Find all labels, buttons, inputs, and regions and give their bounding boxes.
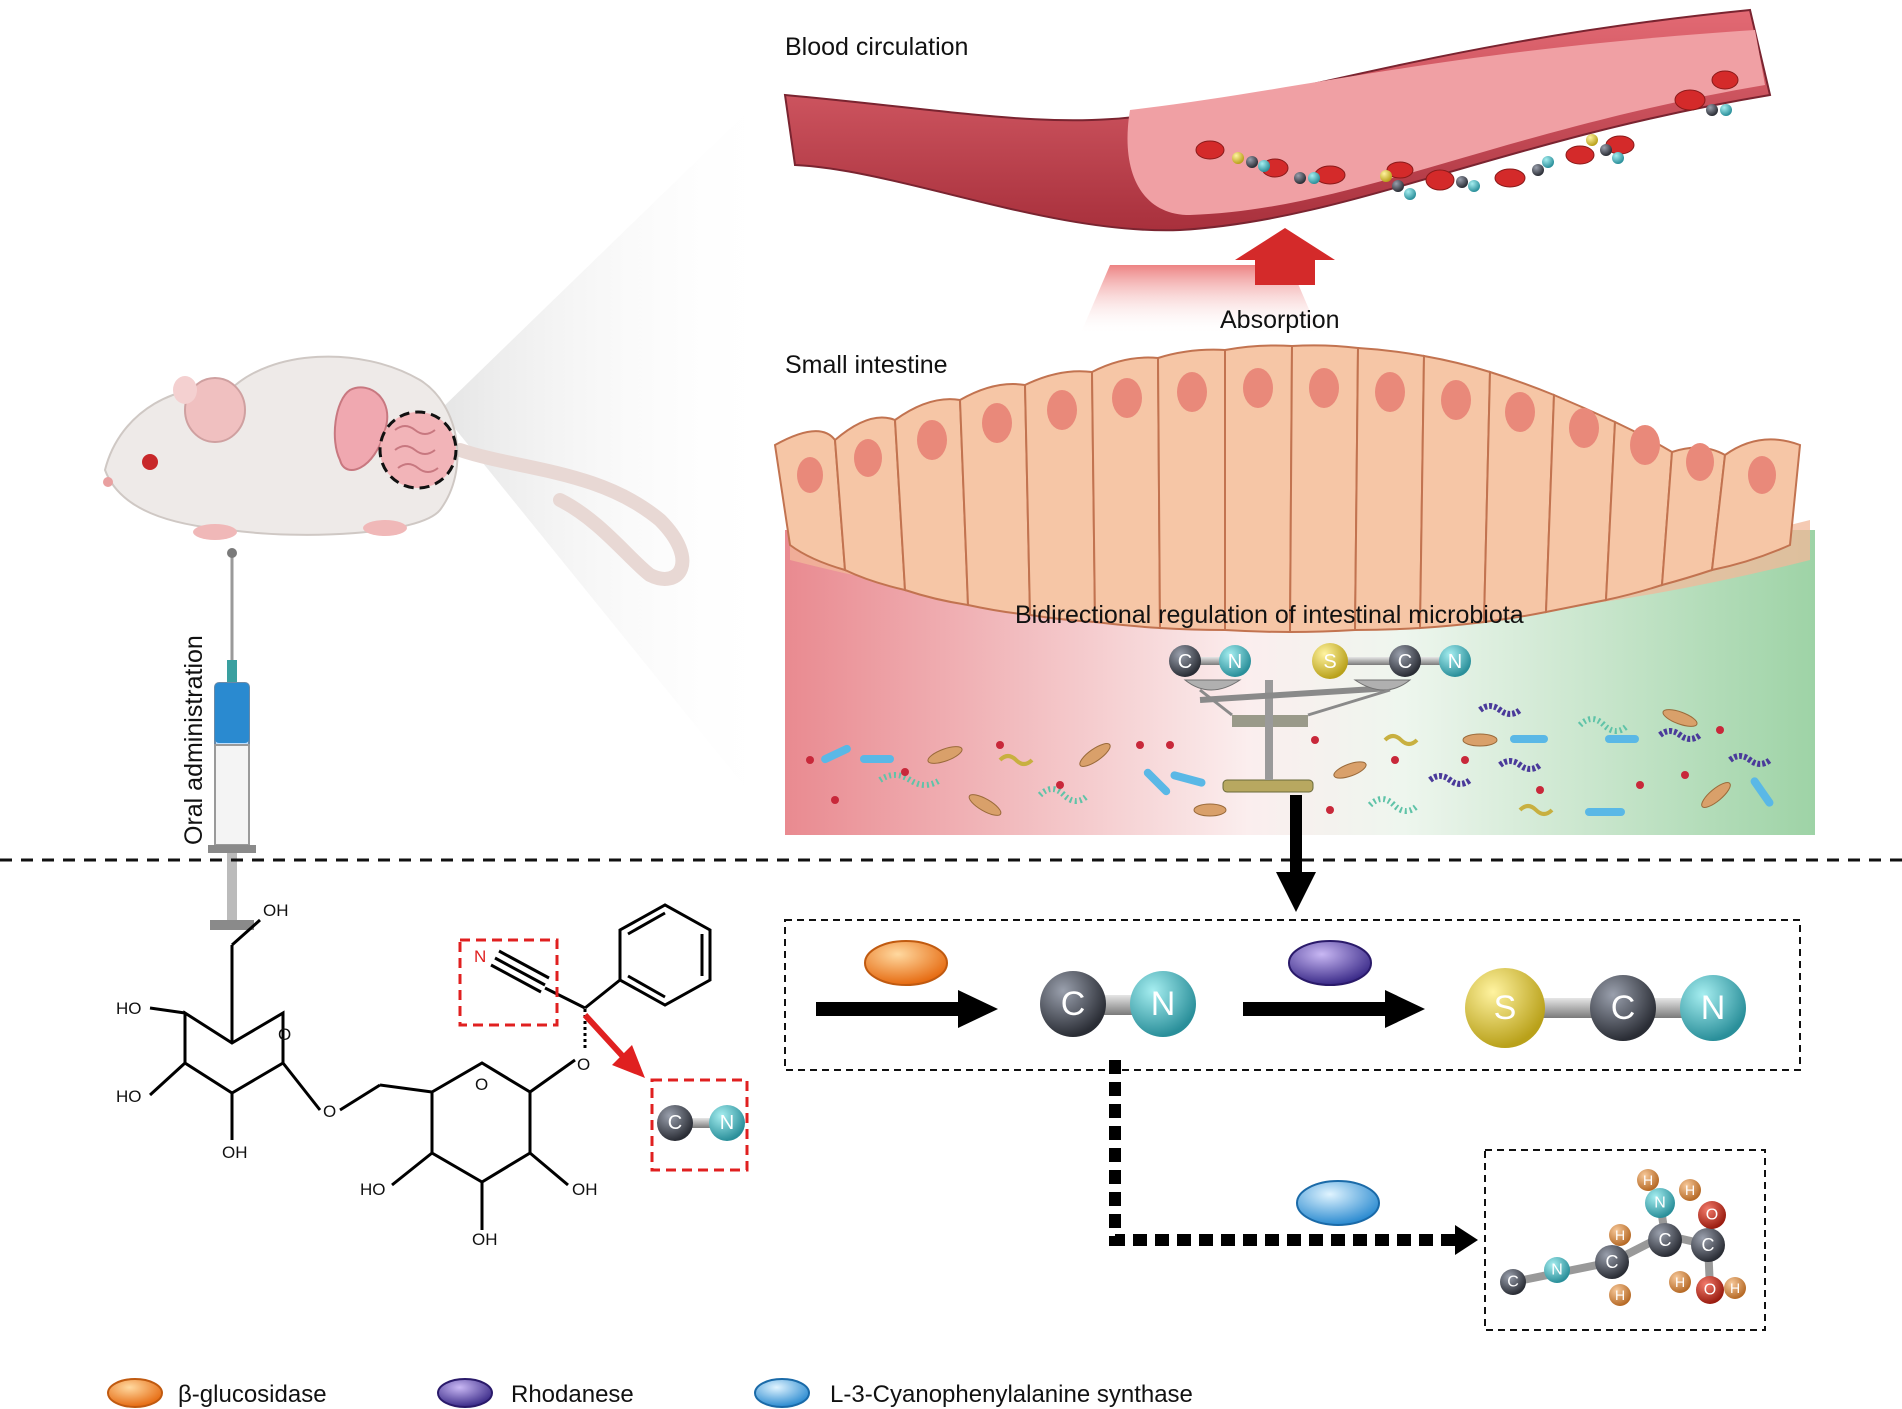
svg-text:O: O: [475, 1075, 488, 1094]
red-blood-cells: [1195, 70, 1739, 191]
svg-text:N: N: [720, 1112, 734, 1134]
svg-text:H: H: [1675, 1274, 1685, 1290]
reaction-box: [784, 919, 1801, 1071]
cyanide-molecule: C N: [1040, 971, 1196, 1037]
svg-text:HO: HO: [116, 999, 142, 1018]
legend: β-glucosidase Rhodanese L-3-Cyanophenyla…: [107, 1378, 1193, 1408]
mouse-illustration: [103, 355, 690, 586]
svg-text:N: N: [1151, 985, 1176, 1023]
l-3-cyanophenylalanine-synthase-enzyme: [1296, 1180, 1380, 1226]
svg-text:O: O: [278, 1025, 291, 1044]
svg-text:O: O: [577, 1055, 590, 1074]
svg-text:C: C: [1507, 1274, 1519, 1291]
amygdalin-structure: [148, 903, 712, 1230]
svg-text:OH: OH: [263, 901, 289, 920]
svg-text:N: N: [1228, 651, 1242, 673]
svg-text:N: N: [1551, 1262, 1563, 1279]
cell-nuclei: [797, 368, 1776, 494]
nitrile-highlight-box: [458, 938, 559, 1027]
svg-text:N: N: [1448, 651, 1462, 673]
epithelial-cells: [773, 344, 1802, 634]
svg-text:C: C: [1061, 985, 1086, 1023]
svg-text:β-glucosidase: β-glucosidase: [178, 1381, 327, 1408]
blood-vessel: [783, 8, 1772, 232]
intestine-focus-circle: [378, 410, 458, 490]
svg-text:OH: OH: [222, 1143, 248, 1162]
svg-text:S: S: [1494, 989, 1517, 1027]
microbiota-regulation-label: Bidirectional regulation of intestinal m…: [1015, 601, 1524, 629]
svg-text:S: S: [1323, 651, 1336, 673]
svg-text:N: N: [474, 947, 486, 966]
blood-circulation-label: Blood circulation: [785, 33, 968, 61]
intestine-panel: C N S C N: [773, 344, 1815, 835]
svg-text:O: O: [1706, 1207, 1718, 1224]
svg-text:O: O: [1704, 1282, 1716, 1299]
product-box: [1484, 1149, 1766, 1331]
svg-text:C: C: [668, 1112, 682, 1134]
legend-item-cyanophenylalanine-synthase: L-3-Cyanophenylalanine synthase: [754, 1378, 1193, 1408]
red-release-arrow: [582, 1012, 645, 1078]
small-intestine-label: Small intestine: [785, 351, 948, 379]
svg-text:O: O: [323, 1102, 336, 1121]
rhodanese-enzyme: [1288, 940, 1372, 986]
dotted-pathway-arrow: [1109, 1060, 1478, 1255]
released-cn-molecule: C N: [657, 1105, 745, 1141]
svg-text:OH: OH: [572, 1180, 598, 1199]
balance-scale: [1183, 679, 1412, 793]
cyanoalanine-molecule: C N C H H N H H C H C O O H: [1500, 1169, 1746, 1306]
reaction-arrow-2: [1243, 990, 1425, 1028]
svg-text:C: C: [1659, 1230, 1672, 1250]
svg-text:H: H: [1685, 1182, 1695, 1198]
zoom-cone: [440, 80, 780, 830]
gut-bacteria: [806, 703, 1774, 817]
svg-text:H: H: [1643, 1172, 1653, 1188]
svg-text:L-3-Cyanophenylalanine synthas: L-3-Cyanophenylalanine synthase: [830, 1381, 1193, 1408]
down-arrow: [1276, 795, 1316, 912]
svg-text:HO: HO: [360, 1180, 386, 1199]
svg-text:C: C: [1606, 1252, 1619, 1272]
svg-text:H: H: [1730, 1280, 1740, 1296]
svg-text:N: N: [1701, 989, 1726, 1027]
absorption-arrow: [1080, 228, 1335, 335]
scale-cn-molecule-left: C N: [1169, 645, 1251, 677]
legend-item-rhodanese: Rhodanese: [437, 1378, 634, 1408]
svg-text:H: H: [1615, 1227, 1625, 1243]
reaction-arrow-1: [816, 990, 998, 1028]
svg-text:C: C: [1178, 651, 1192, 673]
svg-text:H: H: [1615, 1287, 1625, 1303]
svg-text:C: C: [1398, 651, 1412, 673]
amygdalin-labels: OH HO O HO OH O O HO OH OH O N: [116, 901, 598, 1249]
absorption-label: Absorption: [1220, 306, 1340, 334]
svg-text:OH: OH: [472, 1230, 498, 1249]
svg-text:C: C: [1702, 1235, 1715, 1255]
svg-text:C: C: [1611, 989, 1636, 1027]
beta-glucosidase-enzyme: [864, 940, 948, 986]
syringe: [208, 548, 256, 930]
thiocyanate-molecule: S C N: [1465, 968, 1746, 1048]
legend-item-beta-glucosidase: β-glucosidase: [107, 1378, 327, 1408]
svg-text:HO: HO: [116, 1087, 142, 1106]
scale-scn-molecule-right: S C N: [1312, 643, 1471, 679]
oral-administration-label: Oral administration: [180, 635, 208, 845]
svg-text:Rhodanese: Rhodanese: [511, 1381, 634, 1408]
vessel-molecules: [1232, 104, 1732, 200]
cn-highlight-box: [650, 1078, 749, 1172]
svg-text:N: N: [1654, 1195, 1666, 1212]
